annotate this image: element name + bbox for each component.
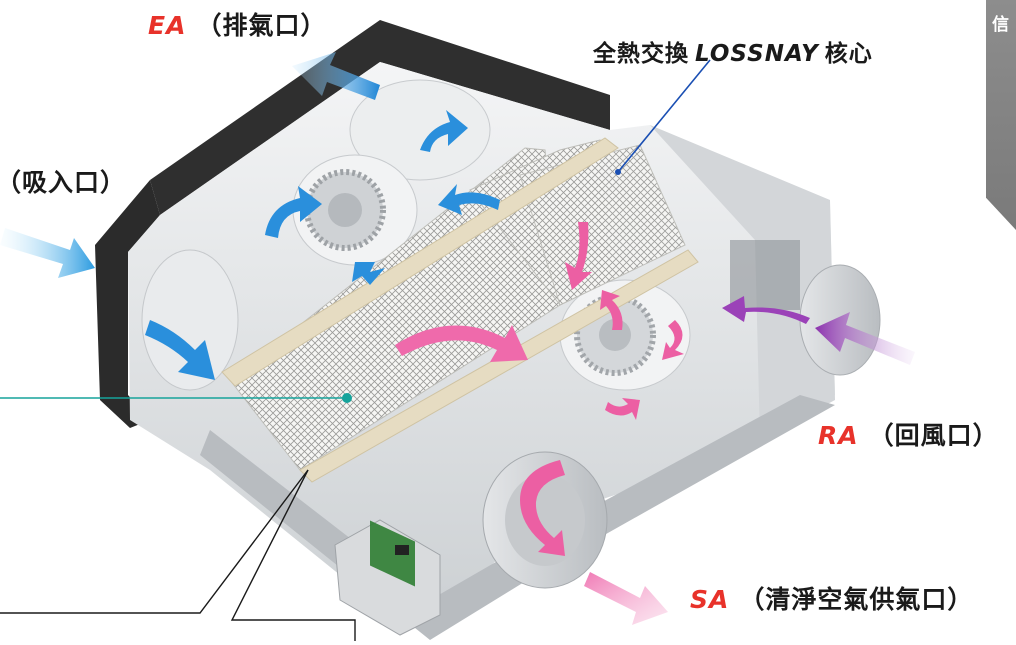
housing-back-wall <box>150 20 610 215</box>
housing-left-wall <box>95 180 160 428</box>
sa-text: （清淨空氣供氣口） <box>739 585 974 614</box>
intake-duct <box>141 249 239 391</box>
control-box <box>334 519 441 636</box>
exhaust-air-arrows <box>0 52 500 380</box>
side-tab-char: 信 <box>992 15 1009 35</box>
core-suffix: 核心 <box>824 41 873 67</box>
core-prefix: 全熱交換 <box>593 41 689 67</box>
sa-label: SA （清淨空氣供氣口） <box>690 580 973 616</box>
oa-text: （吸入口） <box>0 168 127 197</box>
filter-callout-line-b <box>230 469 356 641</box>
supply-air-arrows <box>395 222 684 625</box>
lossnay-core <box>221 137 699 483</box>
core-code: LOSSNAY <box>695 41 819 67</box>
filter-callout-line-a <box>0 469 309 614</box>
exhaust-blower-fan <box>292 154 418 266</box>
ra-text: （回風口） <box>868 421 999 450</box>
ea-code: EA <box>148 11 187 40</box>
sa-code: SA <box>690 585 730 614</box>
ra-code: RA <box>818 421 859 450</box>
housing-right-side <box>650 125 835 440</box>
return-air-arrows <box>722 296 915 365</box>
core-leader-line <box>617 59 711 173</box>
side-tab: 信 <box>986 0 1016 230</box>
ea-label: EA （排氣口） <box>148 6 326 42</box>
oa-label: （吸入口） <box>0 163 126 199</box>
exhaust-duct <box>349 79 491 181</box>
ra-label: RA （回風口） <box>818 416 999 452</box>
ea-text: （排氣口） <box>196 11 327 40</box>
